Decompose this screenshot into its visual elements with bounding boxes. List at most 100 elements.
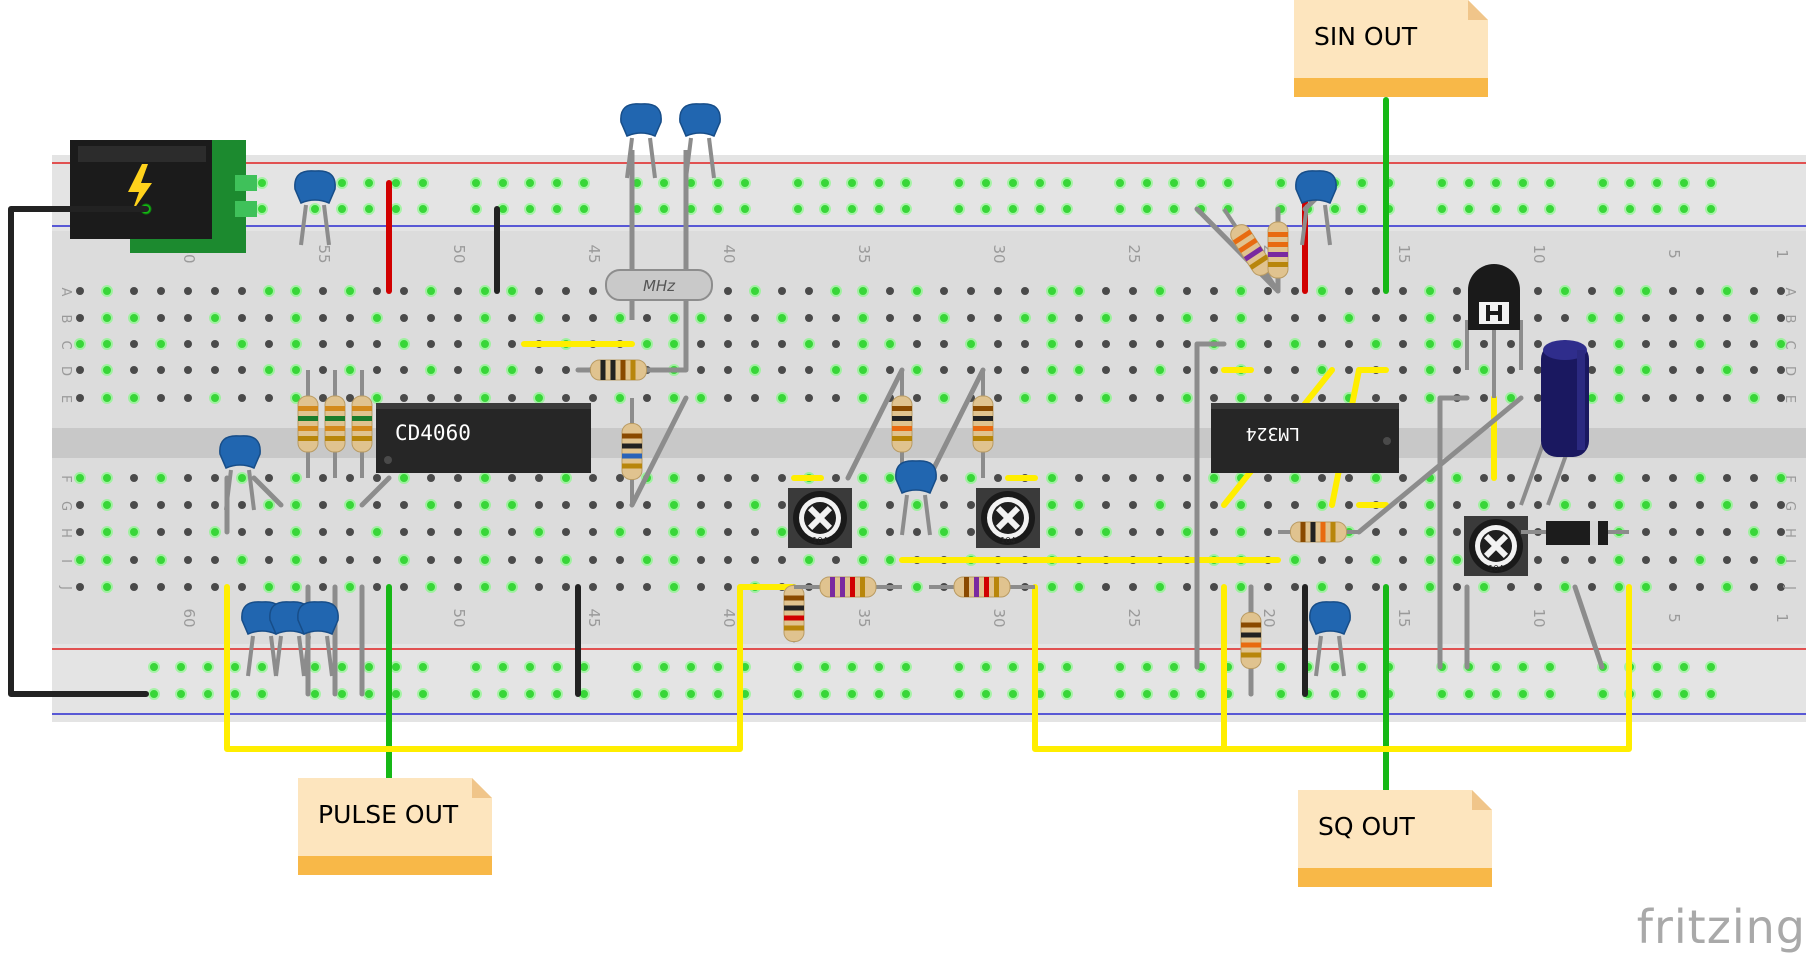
rail-hole [658,661,670,673]
breadboard-hole [1559,499,1571,511]
row-letter-left: A [58,288,73,297]
breadboard-hole [562,366,570,374]
breadboard-hole [371,392,383,404]
breadboard-hole [319,394,327,402]
breadboard-hole [265,556,273,564]
breadboard-hole [76,394,84,402]
breadboard-hole [1264,366,1272,374]
breadboard-hole [130,474,138,482]
crystal-label: MHz [643,277,676,295]
breadboard-hole [479,581,491,593]
breadboard-hole [778,366,786,374]
breadboard-hole [1316,364,1328,376]
breadboard-hole [157,583,165,591]
breadboard-hole [967,314,975,322]
rail-hole [1141,661,1153,673]
resistor [1278,521,1359,543]
breadboard-hole [344,581,356,593]
breadboard-hole [346,528,354,536]
rail-hole [819,688,831,700]
breadboard-hole [400,528,408,536]
column-number-top: 5 [1665,249,1683,259]
row-letter-left: F [58,475,73,482]
breadboard-hole [535,583,543,591]
breadboard-hole [1289,338,1301,350]
rail-hole [1678,661,1690,673]
rail-hole [792,177,804,189]
breadboard-hole [857,338,869,350]
breadboard-hole [1696,394,1704,402]
rail-hole [309,688,321,700]
breadboard-hole [1424,526,1436,538]
breadboard-hole [1453,583,1461,591]
breadboard-hole [1478,364,1490,376]
breadboard-hole [1507,366,1515,374]
breadboard-hole [1640,285,1652,297]
breadboard-hole [425,364,437,376]
rail-hole [873,661,885,673]
breadboard-hole [211,501,219,509]
breadboard-hole [1640,499,1652,511]
breadboard-hole [1424,338,1436,350]
breadboard-hole [697,474,705,482]
breadboard-hole [479,392,491,404]
breadboard-hole [1399,474,1407,482]
breadboard-hole [668,338,680,350]
breadboard-hole [533,526,545,538]
breadboard-hole [1156,394,1164,402]
wire-black-supply [8,206,149,697]
breadboard-hole [724,583,732,591]
breadboard-hole [857,312,869,324]
breadboard-hole [184,287,192,295]
breadboard-hole [1129,287,1137,295]
rail-hole [900,177,912,189]
breadboard-hole [913,314,921,322]
rail-hole [363,203,375,215]
rail-hole [1463,688,1475,700]
breadboard-hole [535,366,543,374]
breadboard-hole [1100,392,1112,404]
breadboard-hole [695,526,707,538]
breadboard-hole [589,528,597,536]
rail-hole [1597,688,1609,700]
breadboard-hole [1046,526,1058,538]
breadboard-hole [454,394,462,402]
breadboard-hole [1129,501,1137,509]
breadboard-hole [1669,340,1677,348]
breadboard-hole [562,583,570,591]
breadboard-hole [1642,394,1650,402]
breadboard-hole [1291,287,1299,295]
rail-hole [1705,688,1717,700]
breadboard-hole [1750,366,1758,374]
breadboard-hole [913,394,921,402]
rail-hole [1544,661,1556,673]
breadboard-hole [1613,285,1625,297]
breadboard-hole [533,312,545,324]
breadboard-hole [1156,474,1164,482]
note-sq-out-text: SQ OUT [1318,812,1415,841]
breadboard-hole [506,285,518,297]
breadboard-hole [479,338,491,350]
breadboard-hole [1669,556,1677,564]
rail-hole [524,177,536,189]
breadboard-hole [1046,392,1058,404]
resistor [578,359,659,381]
breadboard-hole [1424,364,1436,376]
breadboard-hole [1210,366,1218,374]
rail-hole [524,203,536,215]
breadboard-hole [290,499,302,511]
breadboard-hole [1642,474,1650,482]
breadboard-hole [157,528,165,536]
breadboard-hole [940,287,948,295]
breadboard-hole [616,501,624,509]
rail-hole [578,177,590,189]
rail-hole [336,177,348,189]
breadboard-hole [1750,583,1758,591]
breadboard-hole [1453,314,1461,322]
breadboard-hole [398,338,410,350]
breadboard-hole [1505,392,1517,404]
breadboard-hole [346,340,354,348]
breadboard-hole [1235,499,1247,511]
breadboard-hole [1534,474,1542,482]
column-number-bottom: 5 [1665,613,1683,623]
